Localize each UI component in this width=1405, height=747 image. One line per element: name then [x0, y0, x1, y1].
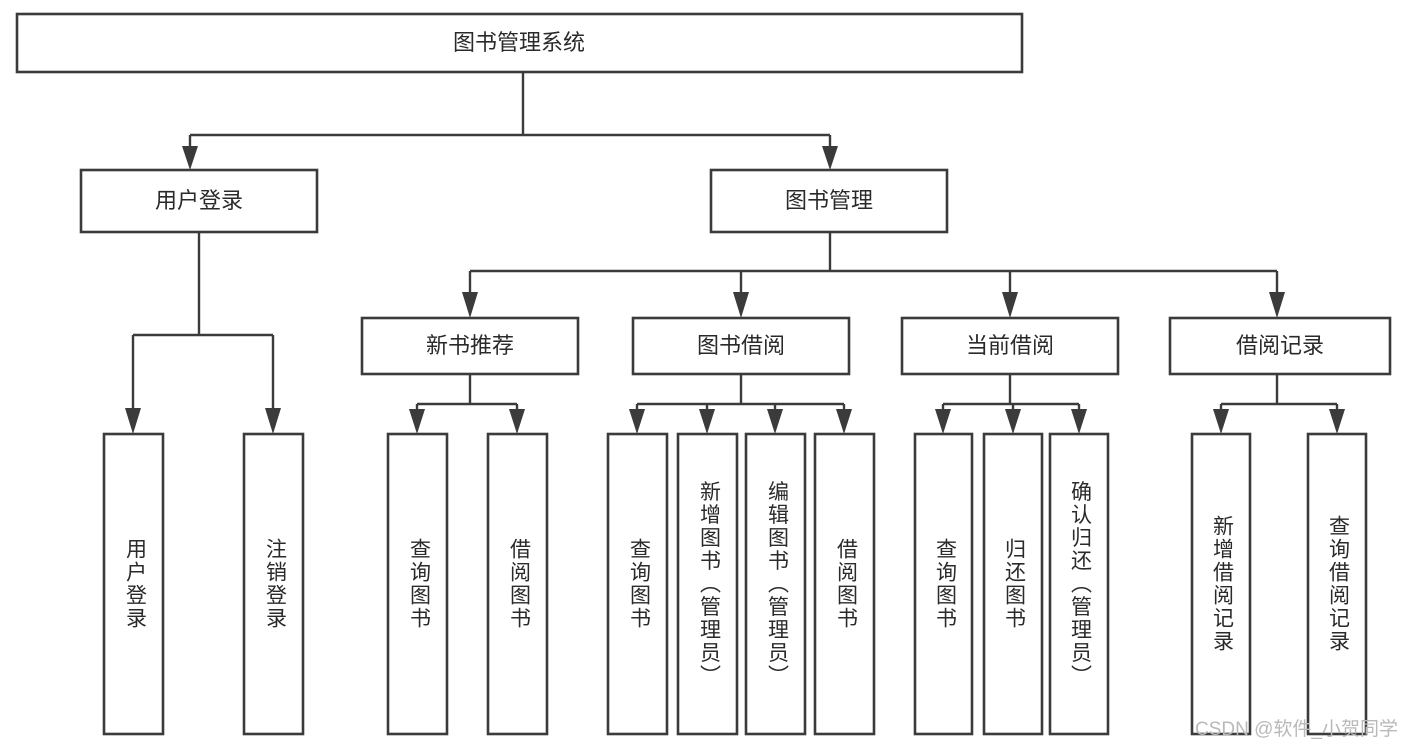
- arrow-to-leaf-logout: [265, 408, 281, 434]
- node-leaf-query-book-a-label: 查询图书: [407, 538, 431, 630]
- arrow-to-user-login: [182, 146, 198, 170]
- node-leaf-borrow-book-b-box[interactable]: [813, 432, 876, 736]
- node-leaf-query-record-label: 查询借阅记录: [1326, 515, 1350, 653]
- node-leaf-return-book[interactable]: 归还图书: [982, 432, 1044, 736]
- node-new-book-recommend[interactable]: 新书推荐: [360, 316, 580, 376]
- node-leaf-borrow-book-a-box[interactable]: [486, 432, 549, 736]
- node-leaf-add-book-label: 新增图书（管理员）: [697, 481, 721, 688]
- node-leaf-query-book-b[interactable]: 查询图书: [606, 432, 669, 736]
- node-leaf-query-book-b-label: 查询图书: [627, 538, 651, 630]
- node-leaf-query-book-a[interactable]: 查询图书: [386, 432, 449, 736]
- node-user-login-label: 用户登录: [155, 188, 243, 213]
- connector-group-current-borrow-to-leaves: [935, 374, 1087, 434]
- arrow-to-leaf-confirm-return: [1071, 409, 1087, 434]
- node-leaf-edit-book[interactable]: 编辑图书（管理员）: [744, 432, 807, 736]
- node-leaf-query-record-box[interactable]: [1306, 432, 1368, 736]
- node-leaf-return-book-box[interactable]: [982, 432, 1044, 736]
- node-leaf-logout-label: 注销登录: [263, 538, 287, 630]
- node-leaf-query-book-c[interactable]: 查询图书: [913, 432, 974, 736]
- node-leaf-confirm-return[interactable]: 确认归还（管理员）: [1048, 432, 1110, 736]
- node-leaf-return-book-label: 归还图书: [1002, 538, 1026, 630]
- arrow-to-current-borrow: [1002, 292, 1018, 318]
- node-leaf-query-book-a-box[interactable]: [386, 432, 449, 736]
- connector-group-book-manage-to-level3: [462, 232, 1285, 318]
- node-leaf-add-record-label: 新增借阅记录: [1210, 515, 1234, 653]
- arrow-to-leaf-return-book: [1005, 409, 1021, 434]
- node-leaf-query-book-b-box[interactable]: [606, 432, 669, 736]
- node-leaf-add-record-box[interactable]: [1190, 432, 1252, 736]
- arrow-to-leaf-query-book-c: [935, 409, 951, 434]
- node-leaf-add-book-box[interactable]: [676, 432, 739, 736]
- node-leaf-query-book-c-box[interactable]: [913, 432, 974, 736]
- connector-group-root-to-level2: [182, 72, 838, 170]
- node-leaf-query-record[interactable]: 查询借阅记录: [1306, 432, 1368, 736]
- arrow-to-leaf-add-book: [699, 409, 715, 434]
- arrow-to-book-borrow: [733, 292, 749, 318]
- node-leaf-query-book-c-label: 查询图书: [933, 538, 957, 630]
- node-book-borrow[interactable]: 图书借阅: [631, 316, 851, 376]
- node-new-book-recommend-box[interactable]: [360, 316, 580, 376]
- node-root-label: 图书管理系统: [453, 30, 585, 55]
- arrow-to-leaf-query-book-a: [409, 409, 425, 434]
- node-leaf-confirm-return-label: 确认归还（管理员）: [1068, 481, 1092, 688]
- node-current-borrow[interactable]: 当前借阅: [900, 316, 1120, 376]
- node-leaf-confirm-return-box[interactable]: [1048, 432, 1110, 736]
- node-leaf-user-login-box[interactable]: [102, 432, 165, 736]
- node-leaf-borrow-book-a-label: 借阅图书: [507, 538, 531, 630]
- node-book-manage-box[interactable]: [709, 168, 949, 234]
- connector-group-user-login-to-leaves: [125, 232, 281, 434]
- node-leaf-user-login[interactable]: 用户登录: [102, 432, 165, 736]
- node-current-borrow-label: 当前借阅: [966, 333, 1054, 358]
- node-book-manage-label: 图书管理: [785, 188, 873, 213]
- arrow-to-leaf-query-record: [1329, 409, 1345, 434]
- arrow-to-leaf-borrow-book-b: [836, 409, 852, 434]
- node-borrow-record[interactable]: 借阅记录: [1168, 316, 1392, 376]
- arrow-to-book-manage: [822, 146, 838, 170]
- connector-group-book-borrow-to-leaves: [629, 374, 852, 434]
- connector-group-borrow-record-to-leaves: [1213, 374, 1345, 434]
- node-borrow-record-box[interactable]: [1168, 316, 1392, 376]
- arrow-to-new-book-recommend: [462, 292, 478, 318]
- node-root[interactable]: 图书管理系统: [15, 12, 1024, 74]
- node-leaf-logout-box[interactable]: [242, 432, 305, 736]
- arrow-to-leaf-edit-book: [767, 409, 783, 434]
- node-user-login[interactable]: 用户登录: [79, 168, 319, 234]
- node-leaf-edit-book-box[interactable]: [744, 432, 807, 736]
- connector-group-new-book-recommend-to-leaves: [409, 374, 525, 434]
- csdn-watermark: CSDN @软件_小贺同学: [1195, 718, 1398, 740]
- node-leaf-add-book[interactable]: 新增图书（管理员）: [676, 432, 739, 736]
- node-leaf-add-record[interactable]: 新增借阅记录: [1190, 432, 1252, 736]
- node-leaf-borrow-book-b[interactable]: 借阅图书: [813, 432, 876, 736]
- arrow-to-leaf-borrow-book-a: [509, 409, 525, 434]
- node-book-borrow-box[interactable]: [631, 316, 851, 376]
- node-root-box[interactable]: [15, 12, 1024, 74]
- arrow-to-leaf-query-book-b: [629, 409, 645, 434]
- node-borrow-record-label: 借阅记录: [1236, 333, 1324, 358]
- node-leaf-borrow-book-b-label: 借阅图书: [834, 538, 858, 630]
- node-leaf-borrow-book-a[interactable]: 借阅图书: [486, 432, 549, 736]
- arrow-to-leaf-user-login: [125, 408, 141, 434]
- node-leaf-edit-book-label: 编辑图书（管理员）: [765, 481, 789, 688]
- node-leaf-logout[interactable]: 注销登录: [242, 432, 305, 736]
- node-book-manage[interactable]: 图书管理: [709, 168, 949, 234]
- node-user-login-box[interactable]: [79, 168, 319, 234]
- node-book-borrow-label: 图书借阅: [697, 333, 785, 358]
- node-new-book-recommend-label: 新书推荐: [426, 333, 514, 358]
- arrow-to-borrow-record: [1269, 292, 1285, 318]
- node-leaf-user-login-label: 用户登录: [123, 538, 147, 630]
- arrow-to-leaf-add-record: [1213, 409, 1229, 434]
- node-current-borrow-box[interactable]: [900, 316, 1120, 376]
